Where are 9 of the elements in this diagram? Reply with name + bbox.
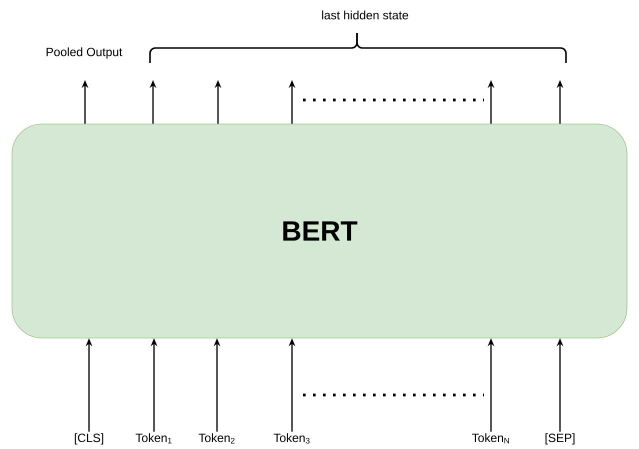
token-label: Token$_{3}$ bbox=[274, 433, 310, 444]
token-label: Token$_{N}$ bbox=[472, 433, 509, 444]
model-box: BERT bbox=[12, 124, 628, 338]
label: Pooled Output bbox=[46, 47, 122, 59]
token-label: Token$_{1}$ bbox=[136, 433, 172, 444]
token-label: Token$_{2}$ bbox=[198, 433, 235, 444]
token-label: [SEP] bbox=[546, 433, 574, 444]
token-label: [CLS] bbox=[74, 433, 104, 444]
label: last hidden state bbox=[322, 10, 408, 20]
